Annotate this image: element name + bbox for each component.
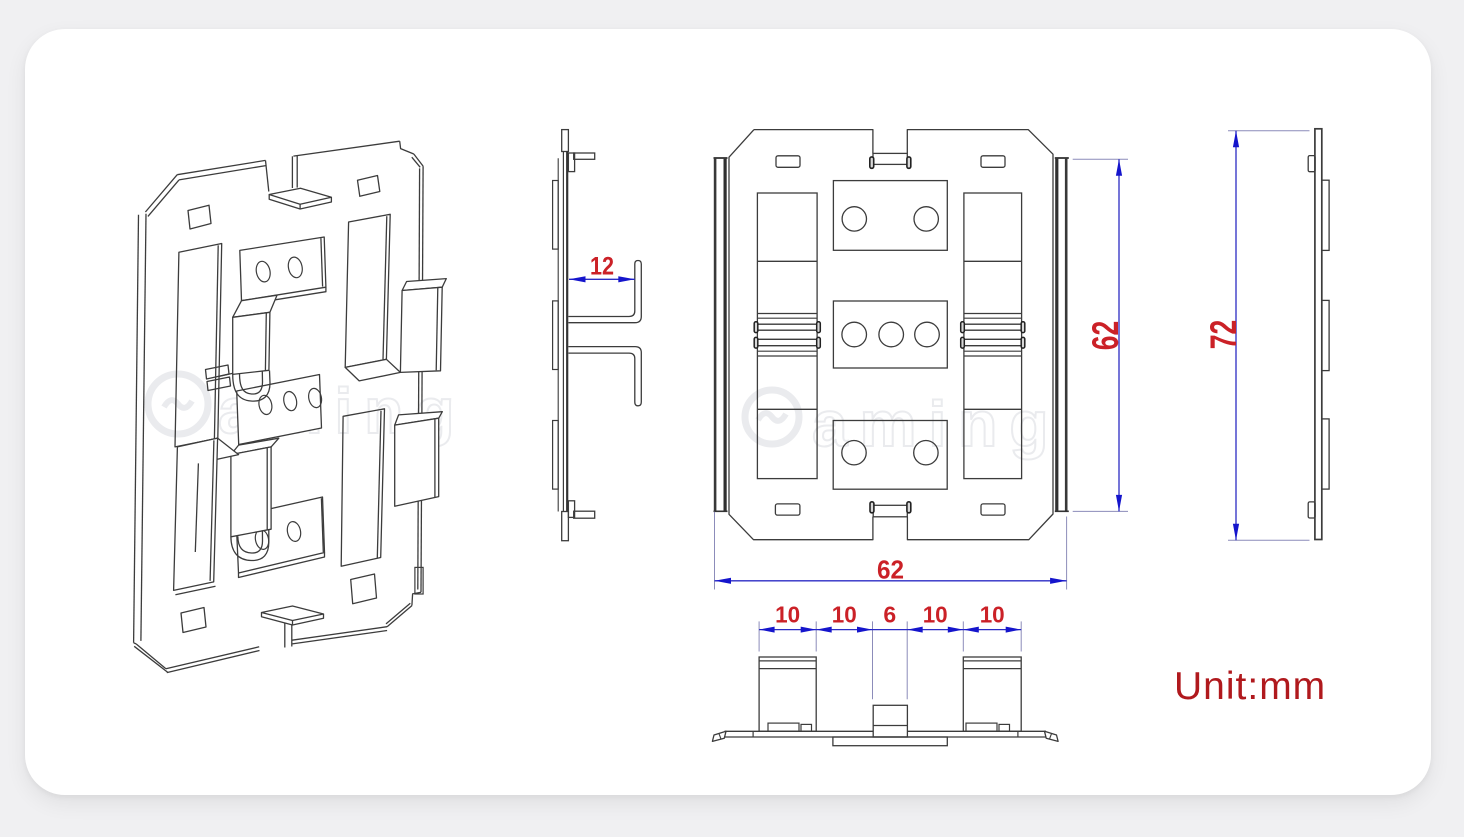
svg-text:10: 10 <box>775 602 800 628</box>
svg-text:62: 62 <box>877 554 904 584</box>
svg-text:aming: aming <box>812 388 1060 460</box>
svg-text:10: 10 <box>923 602 948 628</box>
svg-text:62: 62 <box>1085 321 1126 351</box>
svg-text:10: 10 <box>980 602 1005 628</box>
svg-text:72: 72 <box>1203 320 1244 350</box>
svg-text:10: 10 <box>832 602 857 628</box>
svg-text:12: 12 <box>590 253 614 281</box>
svg-text:6: 6 <box>883 602 896 628</box>
